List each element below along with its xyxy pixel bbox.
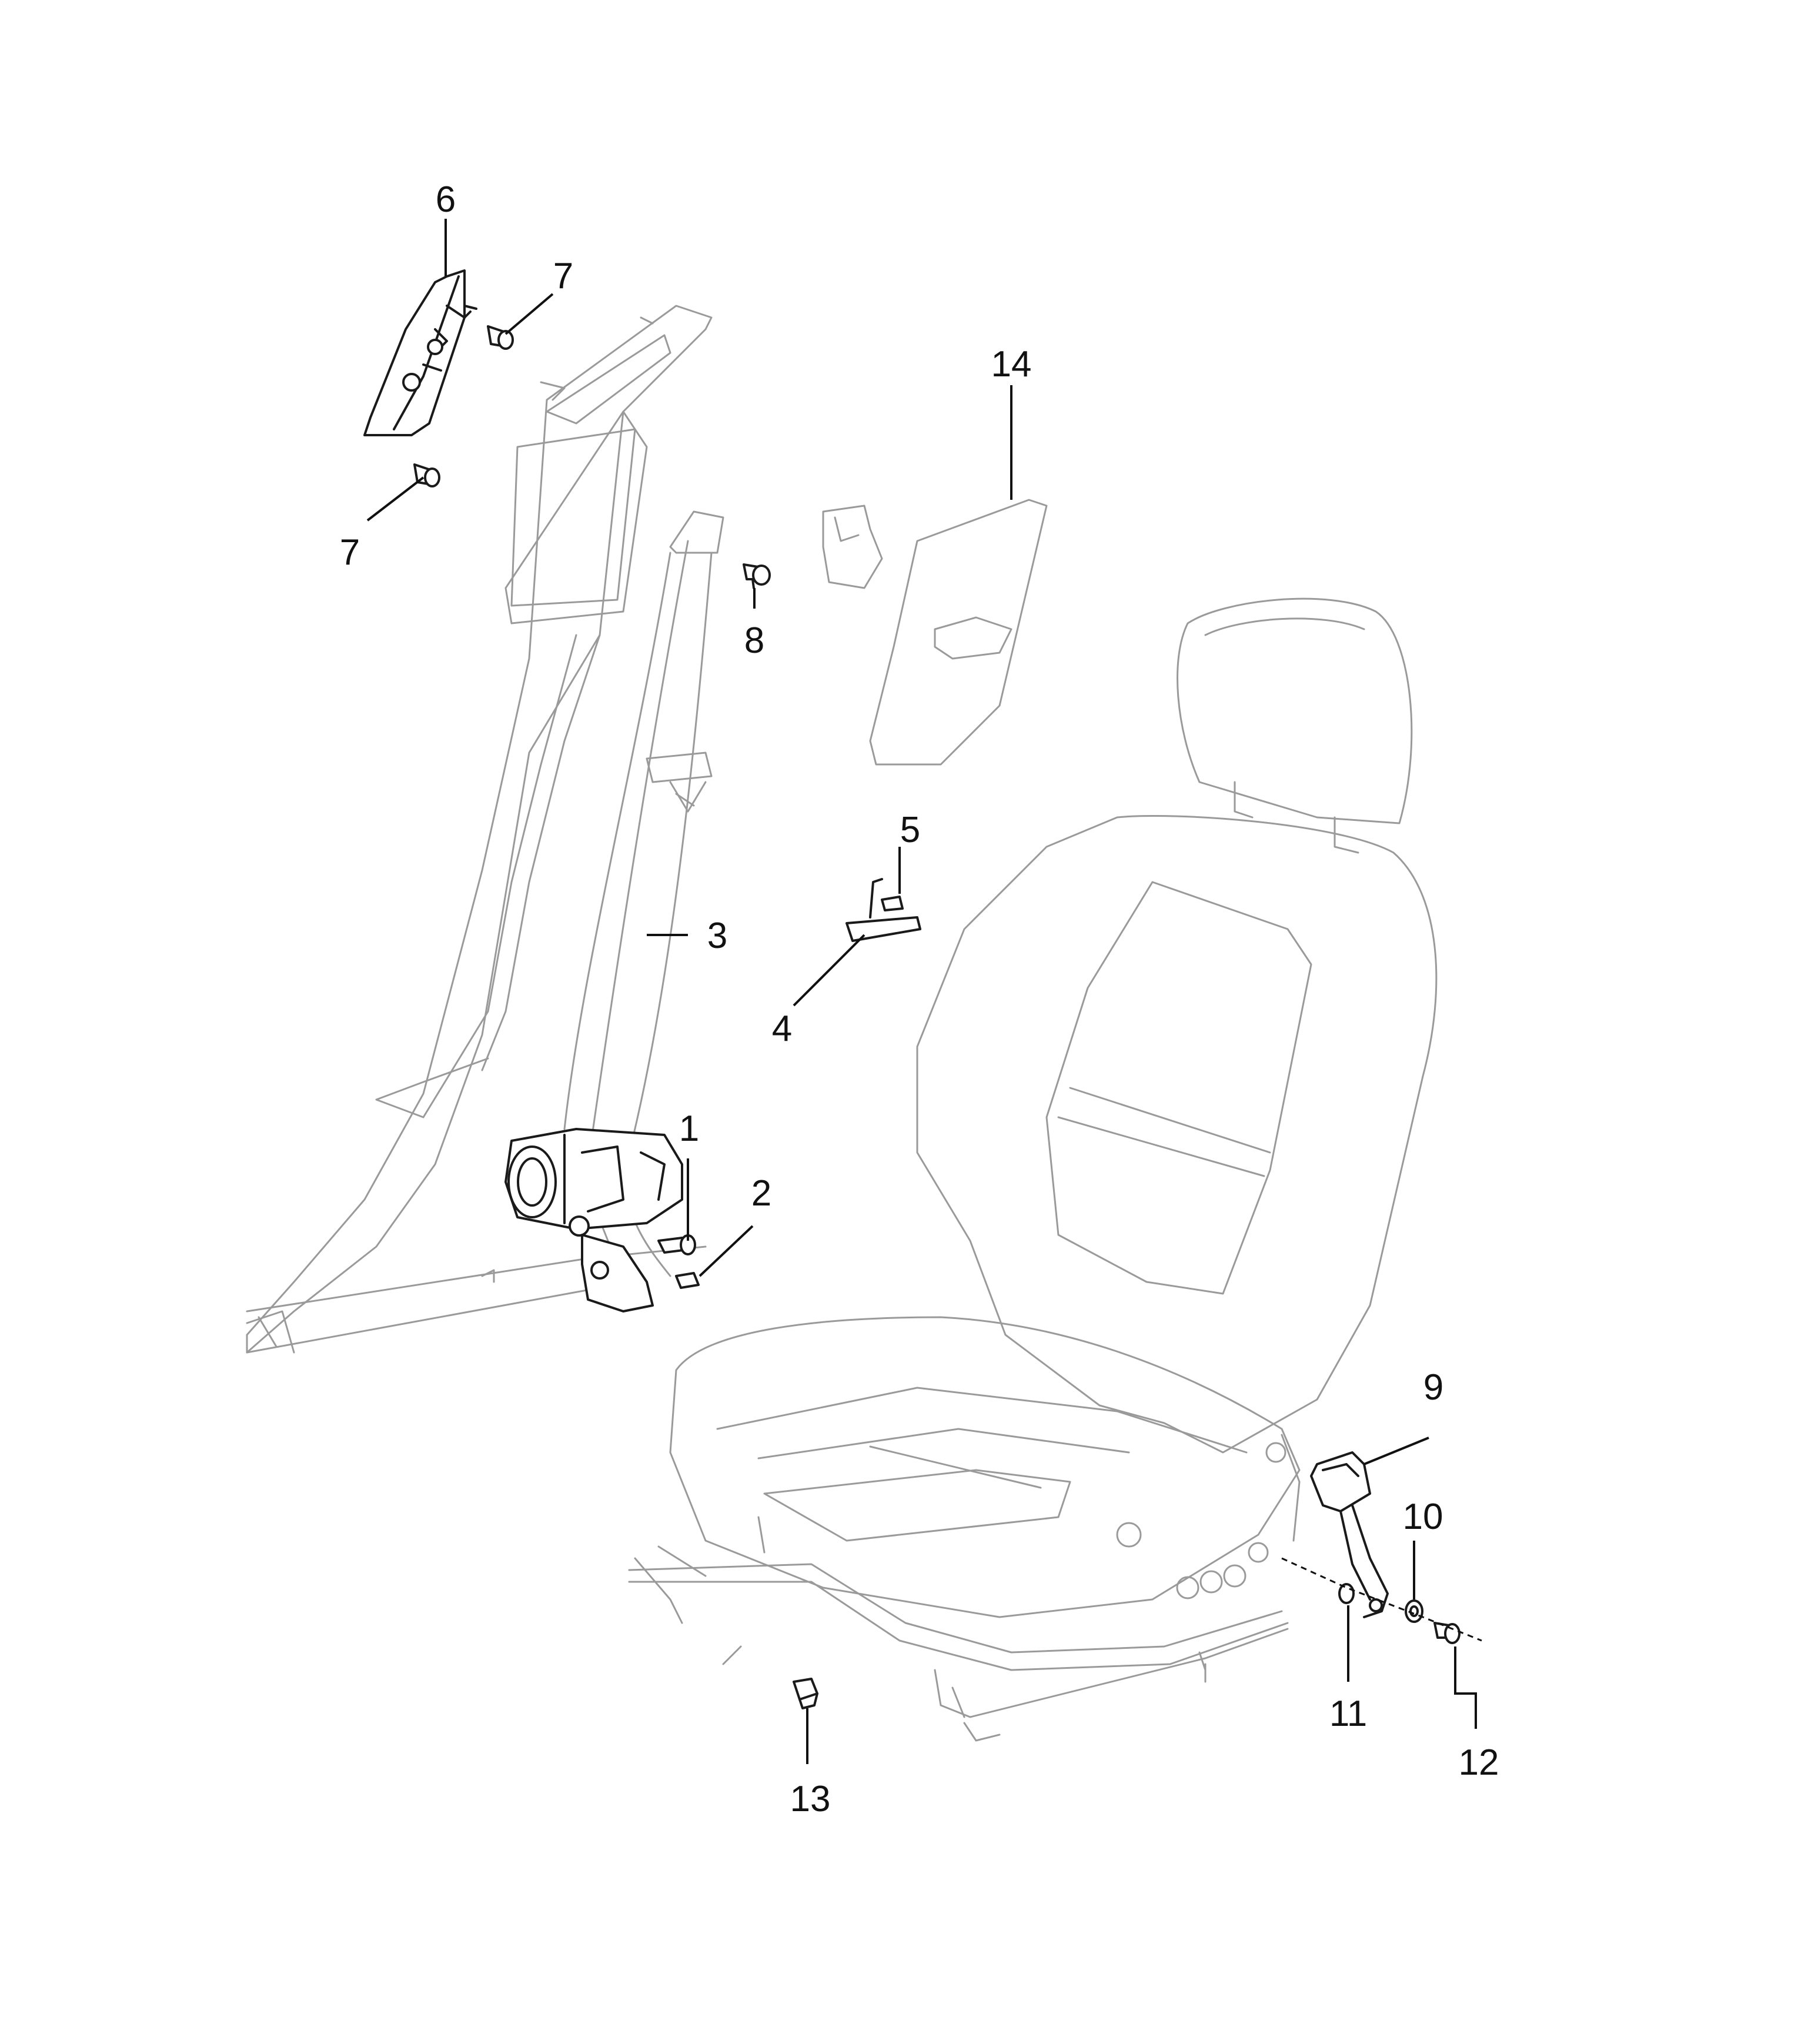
callout-3: 3 (707, 916, 727, 956)
leader-lines (366, 219, 1477, 1764)
retractor-nut-icon (675, 1272, 700, 1289)
seat-belt-buckle (1310, 1451, 1389, 1618)
guide-bracket (845, 878, 921, 942)
adjuster-bolt-lower-icon (413, 463, 440, 487)
callout-13: 13 (790, 1779, 831, 1819)
height-adjuster (363, 269, 477, 436)
anchor-bolt-icon (743, 563, 771, 589)
side-trim-panel (822, 499, 1048, 766)
callout-1: 1 (679, 1108, 699, 1149)
callout-8: 8 (744, 620, 764, 661)
callout-10: 10 (1403, 1497, 1443, 1537)
bracket-screw-icon (881, 896, 904, 911)
callout-labels: 1 2 3 4 5 6 7 7 8 9 10 11 12 13 14 (340, 179, 1499, 1819)
buckle-bolt-icon (1433, 1622, 1461, 1644)
callout-5: 5 (900, 810, 920, 850)
callout-7-upper: 7 (553, 256, 573, 296)
callout-6: 6 (436, 179, 456, 220)
callout-7-lower: 7 (340, 532, 360, 573)
adjuster-bolt-upper-icon (487, 325, 514, 350)
buckle-assembly-axis (1281, 1557, 1482, 1642)
seat (628, 597, 1438, 1742)
trim-clip-icon (793, 1678, 818, 1709)
callout-14: 14 (991, 344, 1032, 385)
callout-9: 9 (1423, 1367, 1443, 1408)
callout-4: 4 (772, 1008, 792, 1049)
seat-belt-webbing (563, 510, 724, 1283)
seat-belt-retractor (504, 1128, 683, 1312)
callout-12: 12 (1459, 1742, 1499, 1783)
buckle-washer-icon (1405, 1599, 1423, 1623)
callout-2: 2 (751, 1173, 771, 1214)
callout-11: 11 (1329, 1694, 1367, 1734)
buckle-spacer-icon (1338, 1583, 1355, 1604)
retractor-bolt-icon (657, 1234, 696, 1255)
